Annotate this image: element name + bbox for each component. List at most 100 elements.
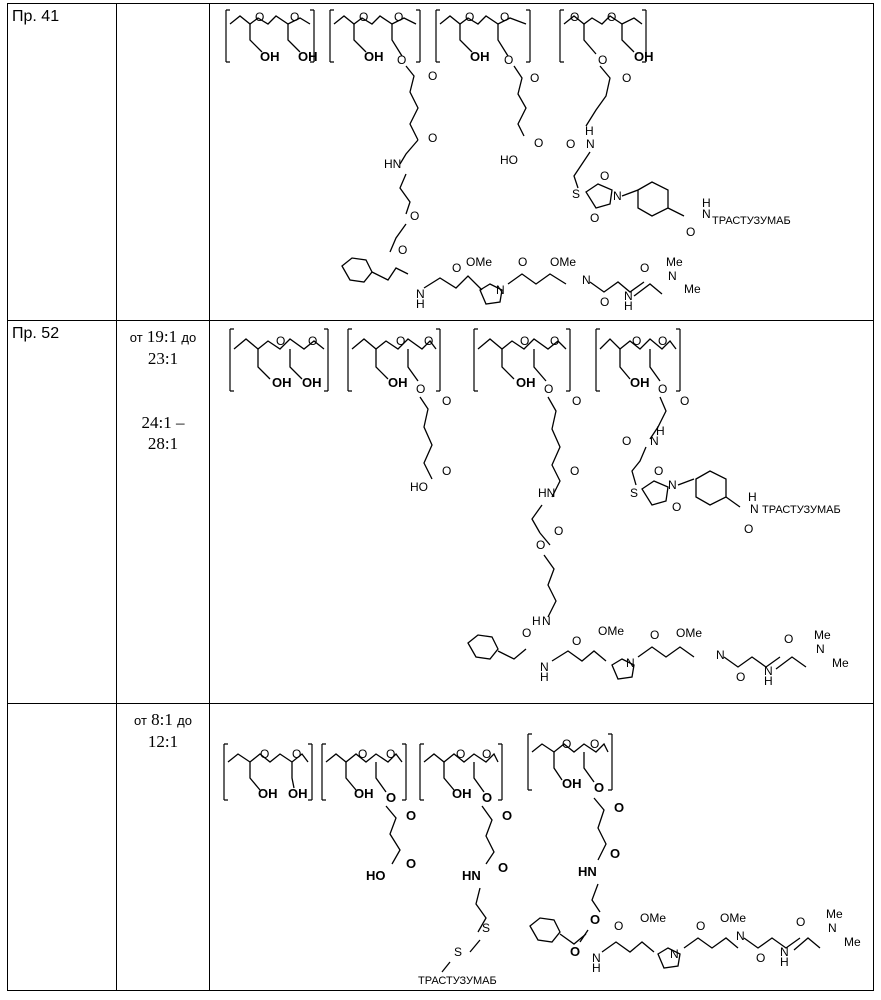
svg-text:O: O	[500, 10, 509, 24]
svg-text:O: O	[255, 10, 264, 24]
svg-text:O: O	[590, 211, 599, 225]
svg-text:O: O	[424, 334, 433, 348]
svg-text:O: O	[386, 747, 395, 761]
svg-text:OH: OH	[260, 49, 280, 64]
chemical-structure-3: O O OH OH O O OH O O	[210, 704, 874, 990]
svg-text:Me: Me	[832, 656, 849, 670]
svg-text:O: O	[406, 808, 416, 823]
svg-text:OH: OH	[354, 786, 374, 801]
structure-cell: O O OH OH O O OH O O	[210, 704, 874, 991]
svg-text:Me: Me	[814, 628, 831, 642]
svg-text:O: O	[502, 808, 512, 823]
svg-text:O: O	[276, 334, 285, 348]
svg-text:N: N	[542, 614, 551, 628]
svg-text:O: O	[544, 382, 553, 396]
ratio-cell: от 8:1 до 12:1	[117, 704, 210, 991]
ratio-cell: от 19:1 до 23:1 24:1 – 28:1	[117, 321, 210, 704]
svg-text:O: O	[504, 53, 513, 67]
svg-text:O: O	[416, 382, 425, 396]
svg-text:O: O	[650, 628, 659, 642]
svg-text:H: H	[416, 297, 425, 311]
ratio-end: 23:1	[117, 348, 209, 369]
svg-text:OH: OH	[288, 786, 308, 801]
svg-text:O: O	[308, 334, 317, 348]
svg-text:O: O	[696, 919, 705, 933]
svg-text:N: N	[582, 273, 591, 287]
svg-text:H: H	[592, 961, 601, 975]
ratio-start: 8:1	[151, 710, 173, 729]
svg-text:O: O	[522, 626, 531, 640]
svg-text:OMe: OMe	[676, 626, 702, 640]
svg-text:ТРАСТУЗУМАБ: ТРАСТУЗУМАБ	[762, 504, 841, 516]
compound-table: Пр. 41 O O OH OH O O	[7, 3, 874, 991]
svg-text:H: H	[656, 424, 665, 438]
svg-text:Me: Me	[666, 255, 683, 269]
svg-text:S: S	[572, 187, 580, 201]
svg-text:O: O	[572, 634, 581, 648]
svg-text:O: O	[614, 800, 624, 815]
svg-text:OH: OH	[364, 49, 384, 64]
ratio-from: от	[134, 713, 147, 728]
svg-text:HN: HN	[578, 864, 597, 879]
svg-text:O: O	[398, 243, 407, 257]
table-row: Пр. 41 O O OH OH O O	[8, 4, 874, 321]
svg-text:O: O	[260, 747, 269, 761]
svg-text:O: O	[456, 747, 465, 761]
svg-text:OH: OH	[516, 375, 536, 390]
svg-text:O: O	[396, 334, 405, 348]
svg-text:O: O	[658, 334, 667, 348]
svg-text:O: O	[640, 261, 649, 275]
table-row: от 8:1 до 12:1 O O OH OH O	[8, 704, 874, 991]
svg-text:O: O	[428, 69, 437, 83]
ratio-end: 12:1	[117, 731, 209, 752]
svg-text:O: O	[796, 915, 805, 929]
svg-text:H: H	[764, 674, 773, 688]
svg-text:N: N	[670, 947, 679, 961]
example-cell: Пр. 52	[8, 321, 117, 704]
svg-text:S: S	[482, 921, 490, 935]
svg-text:O: O	[554, 524, 563, 538]
svg-text:O: O	[530, 71, 539, 85]
svg-text:O: O	[428, 131, 437, 145]
svg-text:H: H	[585, 124, 594, 138]
example-label: Пр. 52	[8, 321, 116, 343]
svg-text:O: O	[536, 538, 545, 552]
svg-text:S: S	[454, 945, 462, 959]
structure-cell: O O OH OH O O OH O O	[210, 321, 874, 704]
svg-text:O: O	[756, 951, 765, 965]
svg-text:S: S	[630, 486, 638, 500]
svg-text:O: O	[570, 10, 579, 24]
svg-text:O: O	[744, 522, 753, 536]
svg-text:HO: HO	[366, 868, 386, 883]
svg-text:O: O	[572, 394, 581, 408]
svg-text:O: O	[465, 10, 474, 24]
example-cell: Пр. 41	[8, 4, 117, 321]
svg-text:OMe: OMe	[598, 624, 624, 638]
svg-text:O: O	[680, 394, 689, 408]
svg-text:OMe: OMe	[640, 911, 666, 925]
svg-text:O: O	[397, 53, 406, 67]
svg-text:O: O	[518, 255, 527, 269]
structure-cell: O O OH OH O O OH O O	[210, 4, 874, 321]
svg-text:H: H	[540, 670, 549, 684]
svg-text:H: H	[624, 299, 633, 313]
svg-text:O: O	[686, 225, 695, 239]
svg-text:O: O	[442, 464, 451, 478]
svg-text:O: O	[784, 632, 793, 646]
ratio-alt-end: 28:1	[117, 433, 209, 454]
ratio-block: от 8:1 до 12:1	[117, 704, 209, 752]
svg-text:ТРАСТУЗУМАБ: ТРАСТУЗУМАБ	[418, 975, 497, 987]
svg-text:O: O	[610, 846, 620, 861]
svg-text:OMe: OMe	[720, 911, 746, 925]
svg-text:N: N	[496, 283, 505, 297]
svg-text:ТРАСТУЗУМАБ: ТРАСТУЗУМАБ	[712, 215, 791, 227]
svg-text:O: O	[550, 334, 559, 348]
svg-text:O: O	[672, 500, 681, 514]
svg-text:N: N	[626, 656, 635, 670]
ratio-from: от	[130, 330, 143, 345]
svg-text:OMe: OMe	[550, 255, 576, 269]
svg-text:OH: OH	[388, 375, 408, 390]
svg-text:OH: OH	[272, 375, 292, 390]
svg-text:O: O	[292, 747, 301, 761]
svg-text:N: N	[816, 642, 825, 656]
